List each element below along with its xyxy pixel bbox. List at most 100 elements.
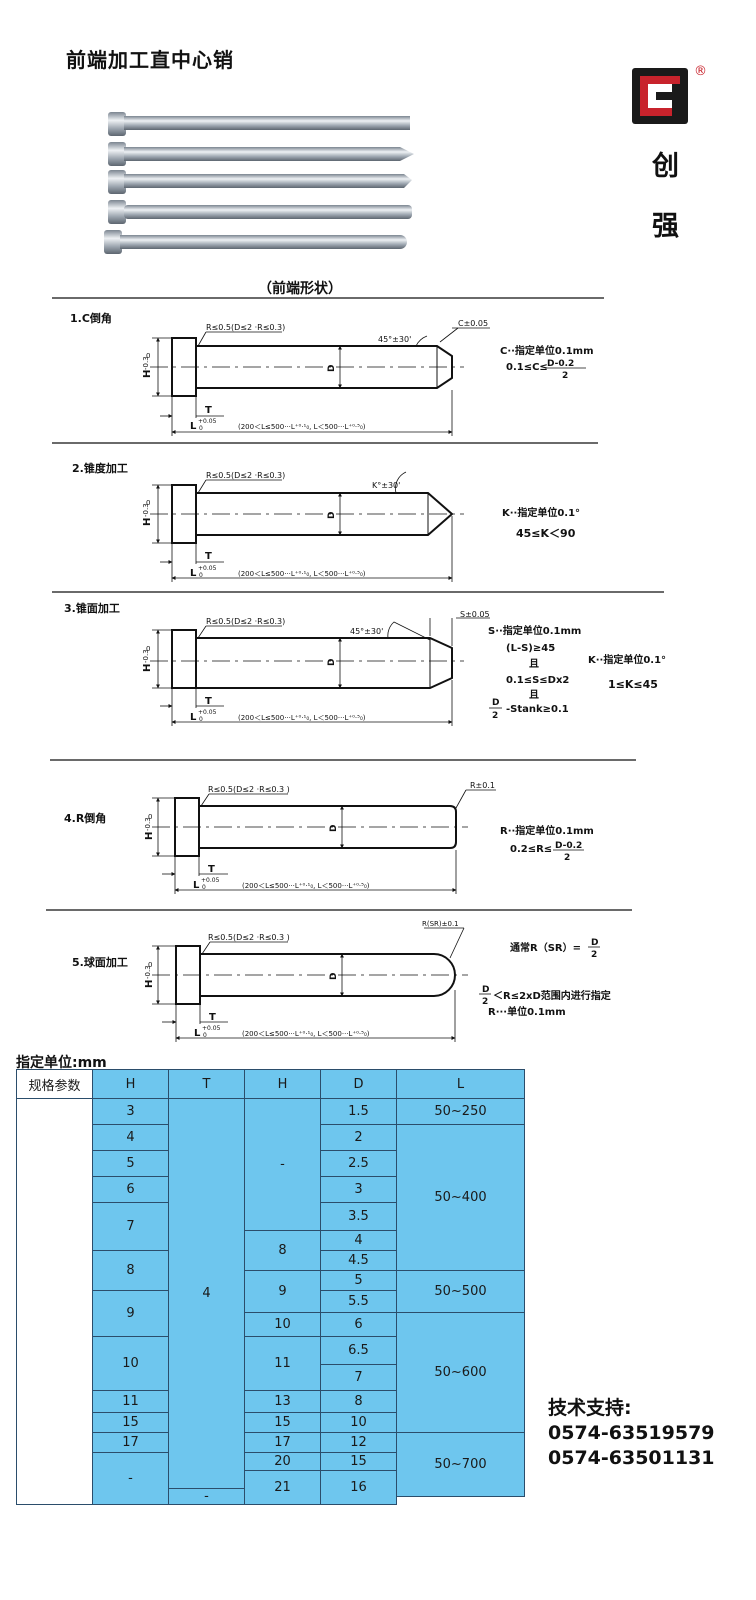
frac-num-3: D (492, 698, 499, 708)
cell-h1: 8 (92, 1250, 169, 1291)
and2-3: 且 (529, 689, 539, 701)
table-row: 3 4 - 1.5 50~250 (16, 1098, 525, 1505)
cell-d: 5 (320, 1270, 397, 1291)
brand-char-1: 创 (652, 151, 679, 182)
frac-den-5a: 2 (591, 950, 597, 960)
t-label-2: T (205, 551, 212, 562)
cell-h1: 15 (92, 1412, 169, 1433)
l-tol-top-3: +0.05 (198, 709, 217, 716)
cell-h1: - (92, 1452, 169, 1505)
cell-d: 3 (320, 1176, 397, 1203)
pin-photo-2 (108, 142, 414, 166)
frac-den-4: 2 (564, 853, 570, 863)
cell-d: 16 (320, 1470, 397, 1505)
spec1-2: K··指定单位0.1° (502, 506, 580, 519)
l-tol-top-2: +0.05 (198, 565, 217, 572)
pin-photo-1 (108, 112, 410, 136)
frac-den-1: 2 (562, 371, 568, 381)
diagram-c-chamfer (150, 327, 490, 436)
angle-3: 45°±30' (350, 627, 383, 636)
h-tol-3: -0.3 (142, 649, 150, 663)
cell-d: 8 (320, 1390, 397, 1413)
pin-photo-4 (108, 200, 412, 224)
l-range-3: (200＜L≤500···L⁺⁰·¹₀, L＜500···L⁺⁰·⁵₀) (238, 714, 366, 722)
h-tol-4: -0.3 (144, 817, 152, 831)
l-label-2: L (190, 568, 197, 579)
spec2-2: 45≤K＜90 (516, 527, 576, 540)
l-tol-top-1: +0.05 (198, 418, 217, 425)
l-tol-top-4: +0.05 (201, 877, 220, 884)
cell-h2: 11 (244, 1336, 321, 1391)
diagram-cone-face (150, 617, 490, 726)
cell-d: 5.5 (320, 1290, 397, 1313)
kspec1-3: K··指定单位0.1° (588, 653, 666, 666)
spec3-3: 0.1≤S≤Dx2 (506, 675, 569, 686)
cell-h1: 7 (92, 1202, 169, 1251)
h-tol-top-3: 0 (146, 645, 150, 653)
cell-d: 1.5 (320, 1098, 397, 1125)
table-row: 5 2.5 (17, 1150, 525, 1177)
cell-h1: 9 (92, 1290, 169, 1337)
h-label-4: H (144, 832, 155, 840)
product-photo (100, 108, 420, 260)
cell-l: 50~500 (396, 1270, 525, 1313)
l-tol-bot-4: 0 (202, 884, 206, 891)
section-name-5: 5.球面加工 (72, 955, 128, 969)
support-phone-2[interactable]: 0574-63501131 (548, 1447, 715, 1469)
d-label-4: D (329, 825, 339, 832)
support-phone-1[interactable]: 0574-63519579 (548, 1422, 715, 1444)
table-row: 7 (17, 1364, 525, 1391)
cell-h1: 17 (92, 1432, 169, 1453)
cell-h2: 10 (244, 1312, 321, 1337)
cell-l: 50~400 (396, 1124, 525, 1271)
cell-h2: 17 (244, 1432, 321, 1453)
table-row: 21 16 (17, 1470, 525, 1505)
cell-h2: 15 (244, 1412, 321, 1433)
angle-2: K°±30' (372, 481, 400, 490)
spec1-3: S··指定单位0.1mm (488, 624, 581, 637)
cell-d: 7 (320, 1364, 397, 1391)
header-h: H (92, 1069, 169, 1099)
spec2-4: 0.2≤R≤ (510, 844, 552, 855)
header-h2: H (244, 1069, 321, 1099)
section-name-2: 2.锥度加工 (72, 461, 128, 475)
h-label-5: H (144, 980, 155, 988)
radius-note-5: R≤0.5(D≤2 ·R≤0.3 ) (208, 933, 290, 942)
h-tol-top-1: 0 (146, 352, 150, 360)
cell-h1: 3 (92, 1098, 169, 1125)
cell-d: 4 (320, 1230, 397, 1251)
tip-tol-4: R±0.1 (470, 781, 495, 790)
l-range-4: (200＜L≤500···L⁺⁰·¹₀, L＜500···L⁺⁰·⁵₀) (242, 882, 370, 890)
cell-h1: 5 (92, 1150, 169, 1177)
frac-num-4: D-0.2 (555, 841, 582, 851)
t-label-3: T (205, 696, 212, 707)
cell-d: 4.5 (320, 1250, 397, 1271)
table-row: 15 15 10 (17, 1412, 525, 1433)
table-row: 4 2 50~400 (17, 1124, 525, 1271)
l-tol-bot-2: 0 (199, 572, 203, 579)
kspec2-3: 1≤K≤45 (608, 678, 658, 691)
frac-num-5b: D (482, 985, 489, 995)
h-tol-top-2: 0 (146, 499, 150, 507)
cell-h2: 20 (244, 1452, 321, 1471)
tip-tol-1: C±0.05 (458, 319, 488, 328)
table-row: 17 17 12 50~700 (17, 1432, 525, 1497)
frac-num-5a: D (591, 938, 598, 948)
section-name-4: 4.R倒角 (64, 811, 106, 825)
table-row: 8 4.5 (17, 1250, 525, 1291)
spec1-5: 通常R（SR）= (510, 941, 581, 954)
shapes-caption: （前端形状） (258, 281, 342, 297)
h-tol-2: -0.3 (142, 503, 150, 517)
t-label-5: T (209, 1012, 216, 1023)
l-range-2: (200＜L≤500···L⁺⁰·¹₀, L＜500···L⁺⁰·⁵₀) (238, 570, 366, 578)
registered-mark: ® (694, 64, 707, 79)
h-label-2: H (142, 518, 153, 526)
tech-support: 技术支持: 0574-63519579 0574-63501131 (548, 1396, 715, 1471)
l-tol-bot-1: 0 (199, 425, 203, 432)
spec4-3: -Stank≥0.1 (506, 704, 569, 715)
pin-photo-3 (108, 170, 412, 194)
tip-tol-3: S±0.05 (460, 610, 490, 619)
table-row: 10 11 6.5 (17, 1336, 525, 1391)
l-tol-bot-5: 0 (203, 1032, 207, 1039)
diagram-ball-end (152, 927, 468, 1042)
